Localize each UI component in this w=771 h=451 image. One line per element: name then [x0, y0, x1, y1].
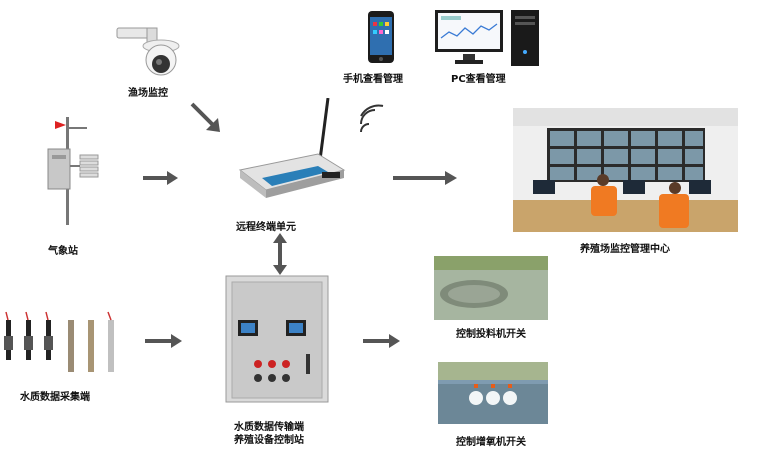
fish-monitor-label: 渔场监控 [128, 88, 168, 99]
water-sensors-image [0, 310, 125, 380]
water-sensors-label: 水质数据采集端 [20, 392, 90, 403]
feeder-label: 控制投料机开关 [456, 329, 526, 340]
wireless-signal-icon [355, 104, 389, 138]
pc-label: PC查看管理 [451, 74, 506, 85]
arrow-station-to-devices [363, 334, 400, 348]
weather-station-image [40, 115, 112, 227]
pc-image [433, 8, 543, 70]
rtu-label: 远程终端单元 [236, 222, 296, 233]
phone-label: 手机查看管理 [343, 74, 403, 85]
aerator-photo [438, 362, 548, 424]
dome-camera-image [113, 22, 185, 80]
rtu-device-image [232, 98, 352, 202]
arrow-sensors-to-station [145, 334, 182, 348]
arrow-rtu-to-center [393, 171, 457, 185]
feeder-photo [434, 256, 548, 320]
control-station-label-line1: 水质数据传输端 [234, 422, 304, 433]
phone-image [367, 10, 395, 64]
monitoring-center-image [513, 108, 738, 232]
monitoring-center-label: 养殖场监控管理中心 [580, 244, 670, 255]
arrow-weather-to-rtu [143, 171, 178, 185]
control-station-label-line2: 养殖设备控制站 [234, 435, 304, 446]
arrow-rtu-station-bidirectional [273, 233, 287, 275]
arrow-camera-to-rtu [190, 102, 220, 132]
aerator-label: 控制增氧机开关 [456, 437, 526, 448]
weather-station-label: 气象站 [48, 246, 78, 257]
control-cabinet-image [224, 274, 330, 404]
